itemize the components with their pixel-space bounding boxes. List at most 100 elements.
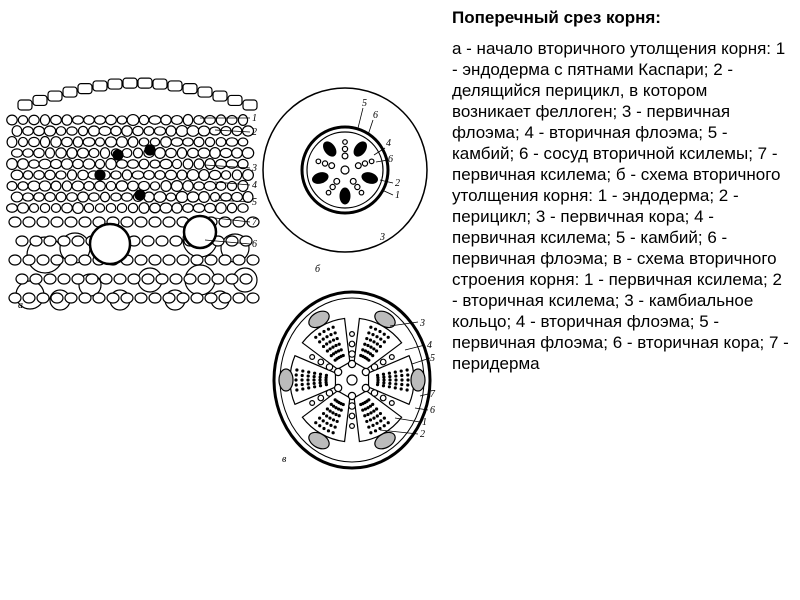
xylem-vessel-dot [328, 340, 332, 344]
xylem-vessel [354, 183, 361, 191]
cell [50, 203, 62, 213]
cell [176, 254, 190, 266]
cell [246, 292, 260, 304]
figure-a-label-1: 1 [252, 113, 257, 124]
cell [204, 158, 216, 170]
cell [167, 80, 183, 92]
dense-spot [112, 149, 124, 161]
figure-c-label-6: 1 [422, 417, 427, 428]
figure-b-label-1: 5 [362, 98, 367, 109]
cell [215, 202, 227, 214]
cell [141, 235, 155, 247]
cell [105, 180, 117, 192]
xylem-vessel-dot [331, 418, 336, 422]
cell [127, 202, 139, 214]
cell [193, 181, 205, 191]
figure-a-label-5: 5 [252, 197, 257, 208]
xylem-vessel-dot [369, 431, 373, 435]
primary-xylem-vessel [379, 358, 387, 366]
cell [39, 114, 51, 126]
cell [15, 235, 29, 247]
xylem-vessel-dot [306, 378, 310, 382]
cell [110, 192, 122, 202]
cell [175, 190, 189, 204]
xylem-vessel-dot [321, 337, 325, 341]
xylem-vessel-dot [326, 429, 331, 433]
cell [72, 158, 84, 170]
cell [32, 125, 46, 137]
figure-c-leader-2 [404, 344, 426, 351]
cell [197, 125, 211, 137]
cell [85, 273, 99, 285]
cell [159, 158, 173, 170]
cell [141, 273, 155, 285]
cell [17, 115, 29, 125]
cell [182, 180, 194, 192]
figure-b-letter: б [315, 264, 321, 275]
cell [175, 124, 189, 138]
cell [134, 216, 148, 228]
cell [55, 126, 67, 136]
cell [105, 157, 117, 171]
xylem-vessel-dot [318, 424, 322, 428]
caption-body: а - начало вторичного утолщения корня: 1… [452, 39, 789, 373]
cell [6, 203, 18, 213]
cell [28, 203, 40, 213]
cell [215, 114, 227, 126]
xylem-vessel [341, 152, 349, 160]
xylem-vessel-dot [374, 349, 379, 353]
xylem-vessel-dot [341, 353, 345, 358]
cell [176, 292, 190, 304]
phloem-strand [323, 141, 337, 157]
xylem-vessel-dot [406, 378, 410, 382]
cell [61, 136, 73, 148]
cell [237, 137, 249, 147]
cell [22, 126, 34, 136]
cell [197, 147, 211, 159]
cell [71, 235, 85, 247]
figure-b-pericycle-ring [306, 131, 384, 209]
xylem-vessel-dot [318, 375, 322, 379]
cell [132, 125, 144, 137]
cell [186, 125, 200, 137]
xylem-vessel-dot [301, 369, 305, 373]
xylem-vessel-dot [331, 431, 335, 435]
xylem-vessel-dot [312, 374, 316, 379]
figure-b-label-7: 3 [379, 232, 385, 243]
primary-xylem-vessel [349, 423, 356, 430]
cell [241, 147, 255, 159]
cell [155, 273, 169, 285]
cell [71, 273, 85, 285]
phloem-cap [374, 431, 396, 450]
xylem-vessel-dot [379, 337, 383, 341]
cell [239, 273, 253, 285]
xylem-vessel-dot [334, 412, 338, 417]
figure-b-leader-1 [357, 107, 364, 129]
cell [72, 201, 84, 215]
xylem-vessel-dot [294, 383, 298, 387]
xylem-vessel-dot [301, 387, 305, 391]
xylem-vessel-dot [325, 421, 329, 425]
xylem-vessel-dot [307, 386, 311, 390]
cell [71, 180, 85, 192]
cell [154, 170, 166, 180]
cell [171, 158, 183, 170]
xylem-vessel-dot [325, 335, 329, 339]
cell [230, 191, 244, 203]
xylem-vessel-dot [399, 369, 403, 373]
cell [44, 191, 56, 203]
cell [183, 273, 197, 285]
xylem-vessel-dot [381, 372, 386, 376]
cell [94, 180, 106, 192]
cell [64, 254, 78, 266]
xylem-vessel-dot [387, 371, 391, 375]
cell [115, 136, 129, 148]
xylem-vessel-dot [373, 429, 378, 433]
xylem-vessel-dot [335, 336, 339, 341]
cell [160, 114, 172, 126]
cell [10, 148, 24, 158]
xylem-vessel-dot [294, 373, 298, 377]
cell [98, 125, 112, 137]
cell [227, 94, 243, 107]
